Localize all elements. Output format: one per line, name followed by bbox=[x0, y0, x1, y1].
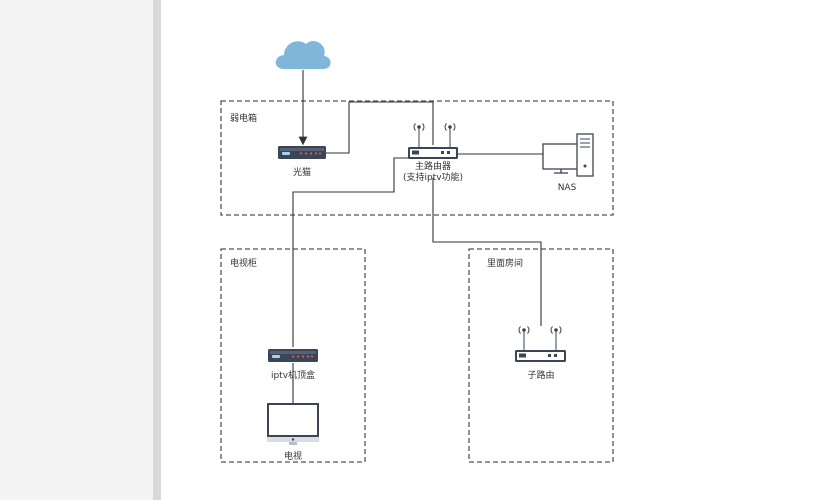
link-modem-router bbox=[323, 101, 434, 154]
sidebar-divider[interactable] bbox=[153, 0, 161, 500]
modem-icon[interactable] bbox=[268, 349, 318, 362]
link-router-subrouter bbox=[432, 178, 542, 326]
main-router-sublabel: (支持iptv功能) bbox=[403, 171, 463, 183]
zone-tv-cabinet-label: 电视柜 bbox=[230, 257, 257, 269]
modem-icon[interactable] bbox=[278, 146, 326, 159]
sub-router-label: 子路由 bbox=[527, 369, 554, 381]
nas-label: NAS bbox=[558, 183, 577, 193]
computer-icon[interactable] bbox=[542, 133, 594, 177]
modem-label: 光猫 bbox=[293, 166, 311, 178]
router-icon[interactable] bbox=[515, 326, 566, 363]
tv-label: 电视 bbox=[284, 450, 302, 462]
zone-weak-box-label: 弱电箱 bbox=[230, 112, 257, 124]
sidebar-panel bbox=[0, 0, 153, 500]
main-router-label: 主路由器 bbox=[415, 160, 451, 172]
monitor-icon[interactable] bbox=[267, 403, 319, 445]
router-icon[interactable] bbox=[408, 123, 458, 160]
link-router-iptv bbox=[292, 157, 409, 347]
wifi-antenna-icon bbox=[413, 123, 456, 147]
iptv-box-label: iptv机顶盒 bbox=[271, 369, 315, 381]
zone-weak-box bbox=[220, 100, 614, 216]
cloud-icon bbox=[275, 40, 331, 69]
zone-inner-room-label: 里面房间 bbox=[487, 257, 523, 269]
wifi-antenna-icon bbox=[518, 326, 562, 350]
